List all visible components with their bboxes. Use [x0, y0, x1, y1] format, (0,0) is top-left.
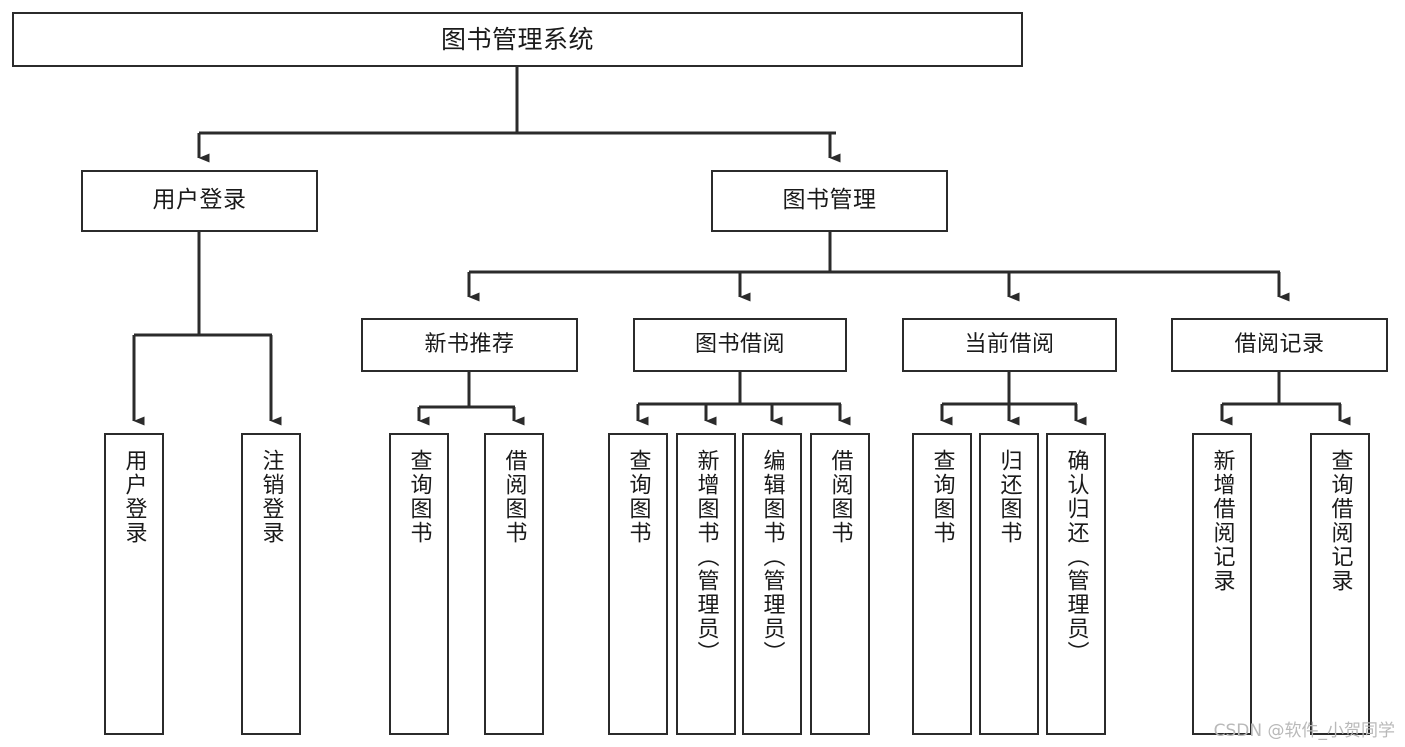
node-leaf-label: 归还图书: [996, 449, 1022, 545]
node-leaf-newbook-borrow-book[interactable]: 借阅图书: [484, 433, 544, 735]
node-leaf-label: 注销登录: [258, 449, 284, 545]
node-new-book-recommend-label: 新书推荐: [424, 332, 515, 358]
node-leaf-label: 用户登录: [121, 449, 147, 545]
node-user-login[interactable]: 用户登录: [81, 170, 318, 232]
node-leaf-currentborrow-return-book[interactable]: 归还图书: [979, 433, 1039, 735]
node-leaf-label: 借阅图书: [501, 449, 527, 545]
node-leaf-user-login-login[interactable]: 用户登录: [104, 433, 164, 735]
node-current-borrow-label: 当前借阅: [964, 332, 1055, 358]
csdn-watermark: CSDN @软件_小贺同学: [1213, 721, 1395, 741]
node-leaf-user-login-logout[interactable]: 注销登录: [241, 433, 301, 735]
node-leaf-currentborrow-confirm-return-admin[interactable]: 确认归还（管理员）: [1046, 433, 1106, 735]
node-leaf-label: 编辑图书（管理员）: [759, 449, 785, 665]
node-leaf-label: 查询借阅记录: [1327, 449, 1353, 593]
node-leaf-label: 新增图书（管理员）: [693, 449, 719, 665]
node-new-book-recommend[interactable]: 新书推荐: [361, 318, 578, 372]
node-leaf-bookborrow-borrow-book[interactable]: 借阅图书: [810, 433, 870, 735]
node-leaf-borrowrecord-add-record[interactable]: 新增借阅记录: [1192, 433, 1252, 735]
node-leaf-bookborrow-edit-book-admin[interactable]: 编辑图书（管理员）: [742, 433, 802, 735]
node-leaf-label: 查询图书: [406, 449, 432, 545]
node-leaf-label: 查询图书: [929, 449, 955, 545]
node-leaf-newbook-query-book[interactable]: 查询图书: [389, 433, 449, 735]
node-leaf-borrowrecord-query-record[interactable]: 查询借阅记录: [1310, 433, 1370, 735]
node-book-management[interactable]: 图书管理: [711, 170, 948, 232]
node-leaf-label: 确认归还（管理员）: [1063, 449, 1089, 665]
node-current-borrow[interactable]: 当前借阅: [902, 318, 1117, 372]
node-book-management-label: 图书管理: [782, 187, 877, 214]
node-book-borrow[interactable]: 图书借阅: [633, 318, 847, 372]
node-leaf-label: 查询图书: [625, 449, 651, 545]
node-leaf-bookborrow-add-book-admin[interactable]: 新增图书（管理员）: [676, 433, 736, 735]
node-leaf-label: 借阅图书: [827, 449, 853, 545]
node-leaf-currentborrow-query-book[interactable]: 查询图书: [912, 433, 972, 735]
node-book-borrow-label: 图书借阅: [694, 332, 785, 358]
node-user-login-label: 用户登录: [152, 187, 247, 214]
node-leaf-label: 新增借阅记录: [1209, 449, 1235, 593]
node-borrow-record-label: 借阅记录: [1234, 332, 1325, 358]
node-root-book-management-system[interactable]: 图书管理系统: [12, 12, 1023, 67]
node-borrow-record[interactable]: 借阅记录: [1171, 318, 1388, 372]
node-root-label: 图书管理系统: [440, 24, 594, 54]
node-leaf-bookborrow-query-book[interactable]: 查询图书: [608, 433, 668, 735]
